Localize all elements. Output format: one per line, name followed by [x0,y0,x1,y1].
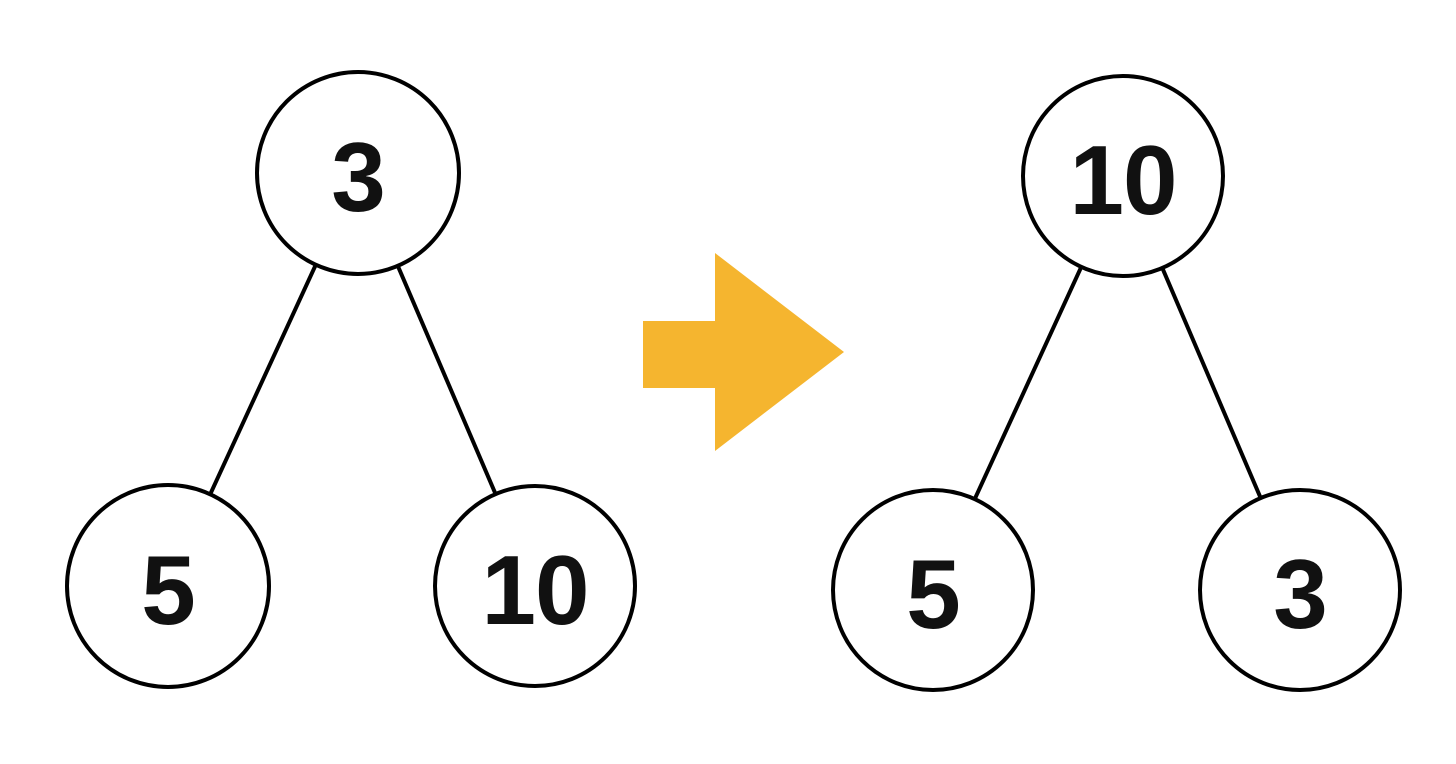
node-circle-new-right-child [1198,488,1402,692]
before-tree: 5 10 3 [65,70,637,689]
tree-node-new-left-child[interactable]: 5 [831,488,1035,692]
node-circle-new-left-child [831,488,1035,692]
tree-node-left-child[interactable]: 5 [65,483,271,689]
node-circle-left-child [65,483,271,689]
node-label-left-child: 5 [141,535,195,645]
node-label-root: 3 [331,122,385,232]
after-tree: 5 3 10 [831,74,1402,692]
node-circle-root [255,70,461,276]
node-circle-new-root [1021,74,1225,278]
tree-node-new-right-child[interactable]: 3 [1198,488,1402,692]
node-label-new-left-child: 5 [906,539,960,649]
tree-node-root[interactable]: 3 [255,70,461,276]
transform-arrow-group [643,253,844,451]
node-label-right-child: 10 [481,535,588,645]
tree-node-right-child[interactable]: 10 [433,484,637,688]
node-label-new-right-child: 3 [1273,539,1327,649]
arrow-right-icon [643,253,844,451]
tree-node-new-root[interactable]: 10 [1021,74,1225,278]
node-circle-right-child [433,484,637,688]
node-label-new-root: 10 [1069,125,1176,235]
